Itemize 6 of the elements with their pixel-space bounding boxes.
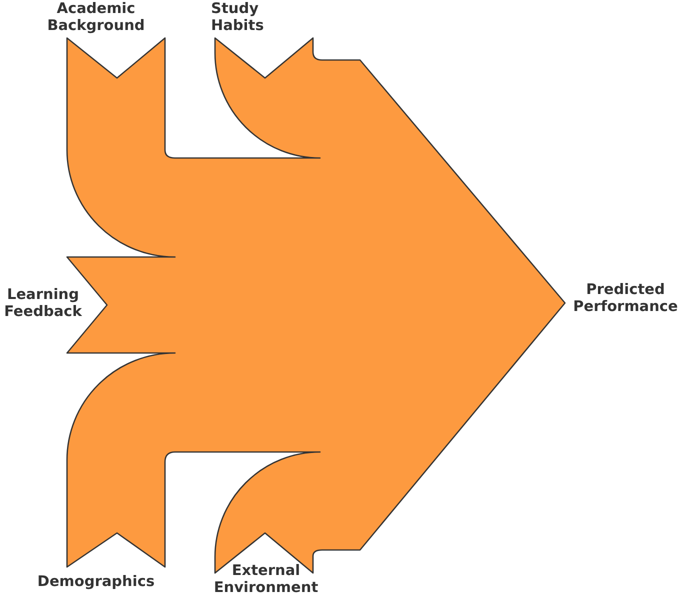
- flow-label: Predicted Performance: [572, 282, 679, 316]
- flow-label: Academic Background: [46, 1, 146, 35]
- flow-label: Learning Feedback: [3, 287, 83, 321]
- flow-label: Study Habits: [211, 1, 265, 35]
- flow-label: Demographics: [36, 574, 156, 591]
- flow-label: External Environment: [212, 563, 320, 597]
